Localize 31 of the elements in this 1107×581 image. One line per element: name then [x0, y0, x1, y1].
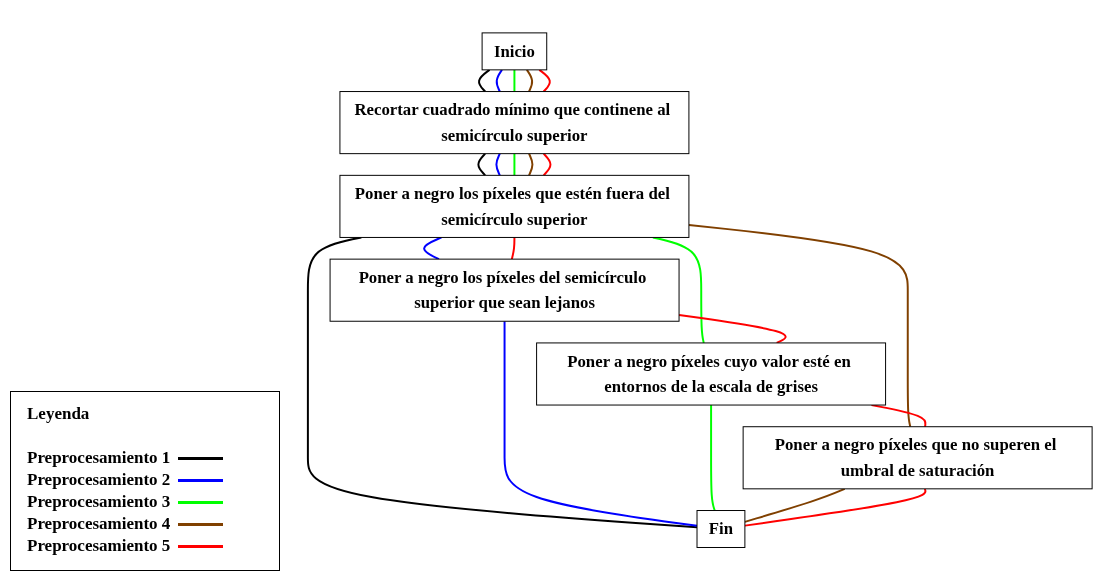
node-box: Poner a negro los píxeles del semicírculo superior que sean lejanos — [329, 258, 680, 323]
legend-label: Preprocesamiento 1 — [27, 448, 171, 468]
connector — [513, 69, 516, 93]
connector — [423, 236, 443, 261]
connector — [513, 152, 516, 177]
node-box: Poner a negro los píxeles que estén fuera del semicírculo superior — [339, 175, 690, 239]
connector — [542, 152, 552, 177]
connector — [710, 404, 716, 512]
legend-label: Preprocesamiento 3 — [27, 492, 171, 512]
legend-title: Leyenda — [27, 404, 90, 424]
legend-label: Preprocesamiento 2 — [27, 470, 171, 490]
connector — [478, 69, 491, 93]
connector — [528, 152, 534, 177]
connector — [510, 236, 516, 261]
legend-label: Preprocesamiento 4 — [27, 514, 171, 534]
connector — [495, 152, 501, 177]
node-box: Poner a negro píxeles que no superen el umbral de saturación — [742, 426, 1093, 490]
connector — [306, 236, 698, 529]
connector — [538, 69, 551, 93]
connector — [687, 224, 912, 429]
connector — [525, 69, 534, 93]
connector — [477, 152, 487, 177]
node-box: Poner a negro píxeles cuyo valor esté en entornos de la escala de grises — [536, 342, 887, 406]
connector — [503, 320, 698, 528]
legend-label: Preprocesamiento 5 — [27, 536, 171, 556]
connector — [743, 488, 927, 527]
connector — [495, 69, 503, 93]
node-box: Fin — [696, 510, 746, 549]
node-box: Inicio — [481, 32, 548, 71]
connector — [678, 314, 787, 345]
node-box: Recortar cuadrado mínimo que continene al semicírculo superior — [339, 91, 690, 155]
